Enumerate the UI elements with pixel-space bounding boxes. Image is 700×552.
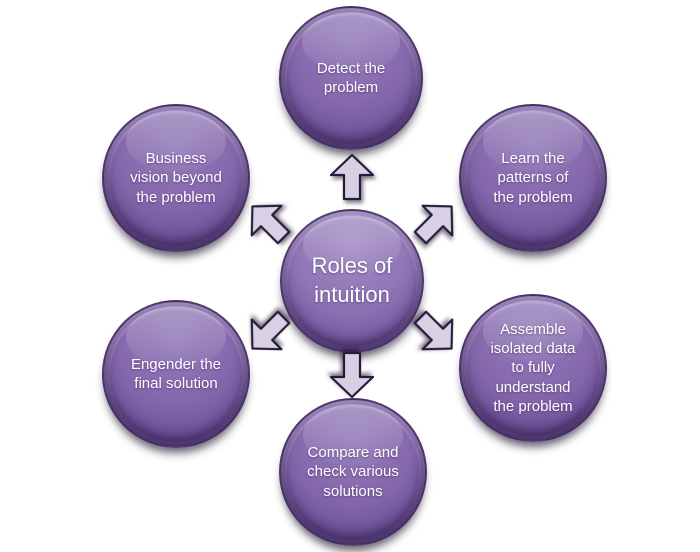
node-label: Compare and check various solutions <box>307 444 399 500</box>
node-assemble-data: Assemble isolated data to fully understa… <box>459 294 607 442</box>
node-label: Learn the patterns of the problem <box>493 150 573 206</box>
node-label: Detect the problem <box>316 59 386 96</box>
node-learn-patterns: Learn the patterns of the problem <box>459 104 607 252</box>
arrow-up-icon <box>329 153 375 201</box>
arrow-up-left-icon <box>250 204 291 245</box>
node-compare-solutions: Compare and check various solutions <box>279 398 427 546</box>
arrow-down-right-icon <box>413 310 454 351</box>
arrow-down-icon <box>329 351 375 399</box>
node-label: Assemble isolated data to fully understa… <box>490 321 576 415</box>
node-engender-solution: Engender the final solution <box>102 300 250 448</box>
arrow-up-right-icon <box>413 204 454 245</box>
node-business-vision: Business vision beyond the problem <box>102 104 250 252</box>
arrow-down-left-icon <box>250 310 291 351</box>
center-node: Roles of intuition <box>280 209 424 353</box>
node-detect-problem: Detect the problem <box>279 6 423 150</box>
node-label: Business vision beyond the problem <box>130 150 222 206</box>
center-node-label: Roles of intuition <box>311 253 393 307</box>
node-label: Engender the final solution <box>130 355 222 392</box>
